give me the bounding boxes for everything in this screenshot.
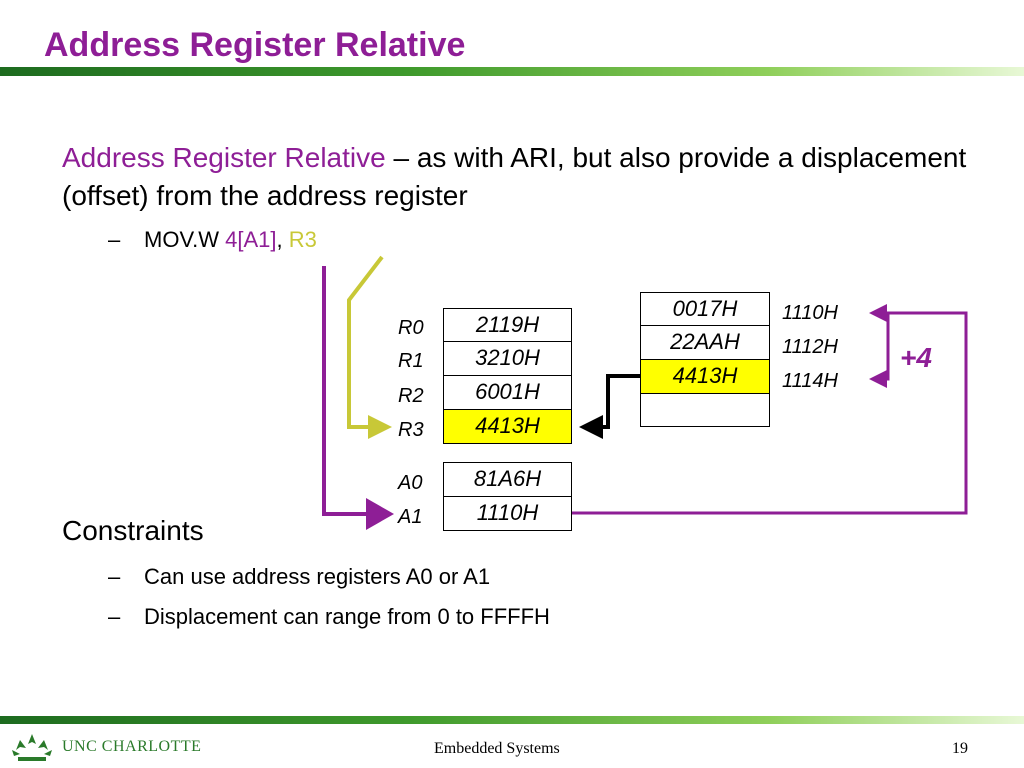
dash: – — [108, 564, 121, 589]
register-cell-r0: 2119H — [443, 308, 572, 342]
offset-bracket — [869, 311, 890, 388]
register-label-r0: R0 — [398, 317, 424, 339]
university-logo: UNC CHARLOTTE — [8, 730, 201, 764]
register-cell-a1: 1110H — [443, 496, 572, 531]
constraint-text: Displacement can range from 0 to FFFFH — [144, 604, 550, 629]
arrow-a1-to-address — [572, 304, 968, 515]
title-divider — [0, 67, 1024, 76]
dash: – — [108, 227, 121, 252]
slide-title: Address Register Relative — [44, 26, 466, 64]
footer-title: Embedded Systems — [434, 740, 560, 757]
dest-operand: R3 — [288, 227, 317, 252]
comma: , — [276, 227, 289, 252]
source-operand: 4[A1] — [225, 227, 277, 252]
bullet-term: Address Register Relative — [62, 142, 386, 173]
register-label-a0: A0 — [398, 472, 423, 494]
logo-wordmark: UNC CHARLOTTE — [62, 738, 202, 755]
memory-cell-1112: 22AAH — [640, 325, 770, 360]
arrow-memory-to-r3 — [579, 374, 640, 439]
register-cell-r2: 6001H — [443, 375, 572, 410]
page-number: 19 — [952, 740, 968, 757]
memory-cell-1114: 4413H — [640, 359, 770, 394]
offset-label: +4 — [900, 342, 932, 373]
memory-cell-1116 — [640, 393, 770, 427]
register-label-a1: A1 — [398, 506, 423, 528]
dash: – — [108, 604, 121, 629]
register-cell-r3: 4413H — [443, 409, 572, 444]
memory-cell-1110: 0017H — [640, 292, 770, 326]
memory-address-1112: 1112H — [782, 336, 838, 358]
mnemonic: MOV.W — [144, 227, 226, 252]
crown-leaf-icon — [12, 734, 52, 761]
bullet-text: – as with ARI, but also provide a displa… — [62, 142, 967, 211]
constraint-text: Can use address registers A0 or A1 — [144, 564, 491, 589]
memory-address-1114: 1114H — [782, 370, 838, 392]
footer-divider — [0, 716, 1024, 724]
register-label-r1: R1 — [398, 350, 424, 372]
register-label-r3: R3 — [398, 419, 424, 441]
arrow-operand-to-r3 — [347, 255, 392, 439]
constraints-heading: Constraints — [62, 515, 204, 546]
register-cell-a0: 81A6H — [443, 462, 572, 497]
main-bullet: Address Register Relative – as with ARI,… — [62, 139, 982, 215]
register-label-r2: R2 — [398, 385, 424, 407]
arrow-operand-to-a1 — [322, 266, 394, 530]
memory-address-1110: 1110H — [782, 302, 838, 324]
